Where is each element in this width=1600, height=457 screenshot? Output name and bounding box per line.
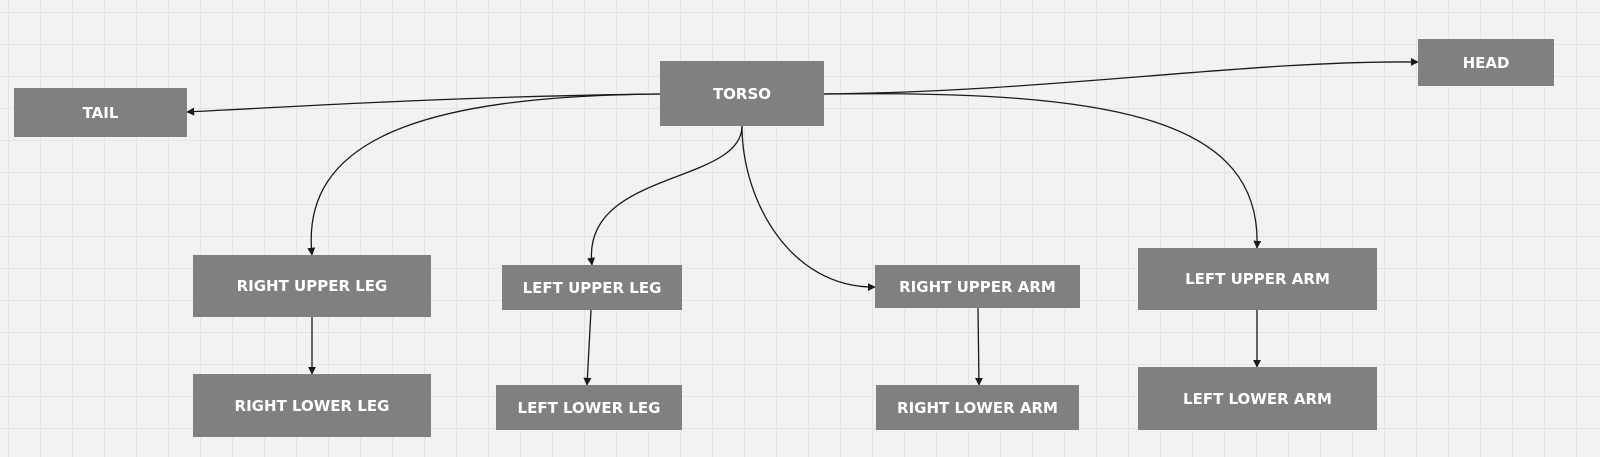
connector-right-upper-arm-to-right-lower-arm[interactable] — [974, 307, 983, 386]
connector-torso-to-right-upper-leg[interactable] — [307, 93, 661, 256]
connector-torso-to-left-upper-arm[interactable] — [823, 93, 1262, 249]
node-left-upper-leg[interactable]: LEFT UPPER LEG — [502, 265, 682, 310]
connector-torso-to-left-upper-leg[interactable] — [587, 125, 743, 266]
connector-torso-to-head[interactable] — [823, 57, 1419, 95]
node-torso[interactable]: TORSO — [660, 61, 824, 126]
connector-torso-to-tail[interactable] — [186, 93, 661, 116]
node-left-upper-arm[interactable]: LEFT UPPER ARM — [1138, 248, 1377, 310]
node-head[interactable]: HEAD — [1418, 39, 1554, 86]
node-right-upper-arm[interactable]: RIGHT UPPER ARM — [875, 265, 1080, 308]
node-right-lower-arm[interactable]: RIGHT LOWER ARM — [876, 385, 1079, 430]
node-left-lower-leg[interactable]: LEFT LOWER LEG — [496, 385, 682, 430]
connector-left-upper-leg-to-left-lower-leg[interactable] — [583, 309, 592, 386]
node-right-upper-leg[interactable]: RIGHT UPPER LEG — [193, 255, 431, 317]
node-tail[interactable]: TAIL — [14, 88, 187, 137]
node-right-lower-leg[interactable]: RIGHT LOWER LEG — [193, 374, 431, 437]
connector-torso-to-right-upper-arm[interactable] — [741, 125, 876, 292]
node-left-lower-arm[interactable]: LEFT LOWER ARM — [1138, 367, 1377, 430]
